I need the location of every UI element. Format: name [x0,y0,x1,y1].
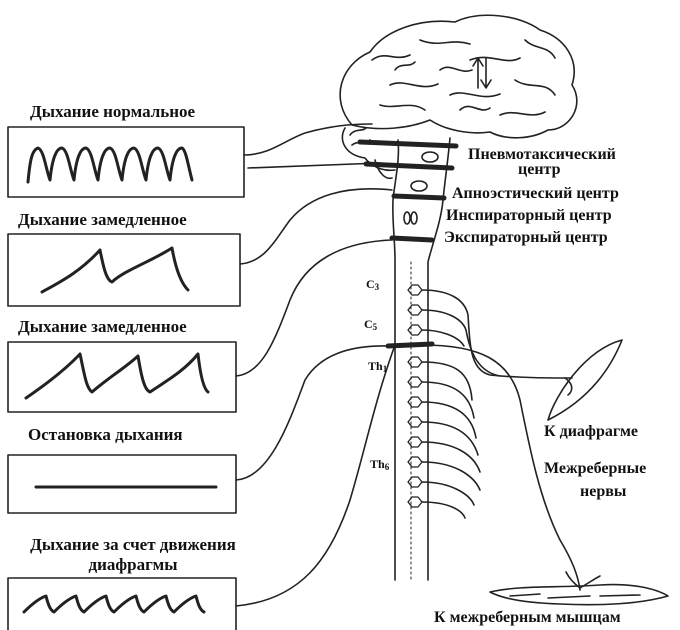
brainstem-outline [391,139,400,581]
waveform-slow-1 [40,246,190,294]
panel-label-diaphragm-line1: Дыхание за счет движения [30,535,236,554]
brain-outline [339,14,578,139]
waveform-normal [26,146,194,184]
panel-frame-2 [7,233,241,307]
label-pneumotaxic-line1: Пневмотаксический [468,146,616,163]
panel-label-diaphragm-line2: диафрагмы [88,555,178,574]
segment-c3: C3 [366,277,380,292]
panel-label-apnea: Остановка дыхания [28,425,183,444]
segment-th1: Th1 [368,359,388,374]
panel-label-slow-2: Дыхание замедленное [18,317,187,336]
segment-th6: Th6 [370,457,390,472]
label-pneumotaxic-line2: центр [518,161,561,178]
intercostal-muscle-shape [489,583,669,606]
label-intercostal-nerves-line2: нервы [580,483,627,500]
panel-frame-3 [7,341,237,413]
label-expiratory: Экспираторный центр [444,229,608,246]
label-to-intercostal-muscles: К межреберным мышцам [434,609,621,626]
segment-c5: C5 [364,317,378,332]
diaphragm-shape [547,339,623,421]
panel-label-slow-1: Дыхание замедленное [18,210,187,229]
panel-label-normal: Дыхание нормальное [30,102,196,121]
label-intercostal-nerves-line1: Межреберные [544,460,647,477]
waveform-slow-2 [24,352,210,400]
panel-frame-1 [7,126,245,198]
label-apneustic: Апноэстический центр [452,185,619,202]
waveform-diaphragm [22,594,206,614]
label-to-diaphragm: К диафрагме [544,423,638,440]
panel-frame-5 [7,577,237,630]
label-inspiratory: Инспираторный центр [446,207,612,224]
panel-frame-4 [7,454,237,514]
